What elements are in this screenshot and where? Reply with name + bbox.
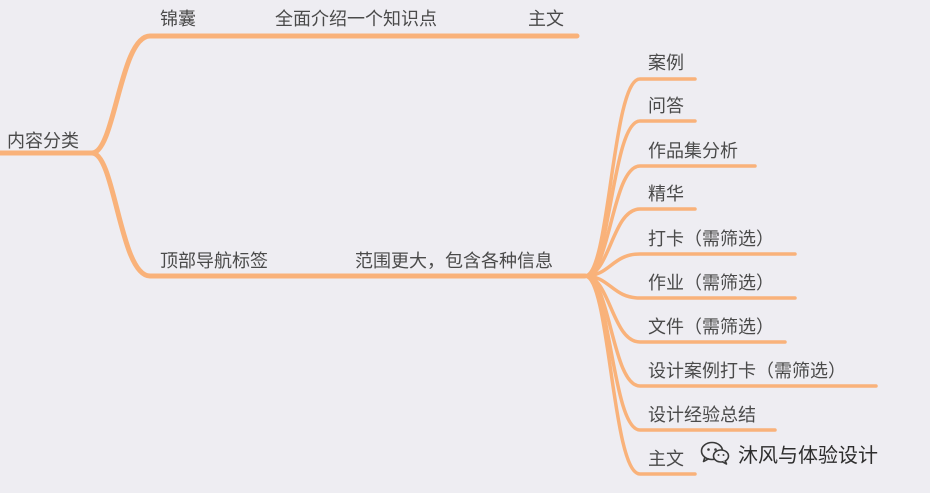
child-node: 设计经验总结 bbox=[648, 405, 756, 426]
branch-leaf-jinnang: 主文 bbox=[528, 9, 564, 30]
branch-desc-top-nav: 范围更大，包含各种信息 bbox=[355, 251, 553, 272]
child-node: 精华 bbox=[648, 184, 684, 205]
child-node: 打卡（需筛选） bbox=[648, 229, 774, 250]
watermark: 沐风与体验设计 bbox=[700, 438, 878, 468]
branch-root-to-top-nav bbox=[89, 150, 588, 279]
wechat-icon bbox=[700, 441, 730, 465]
child-node: 主文 bbox=[648, 449, 684, 470]
branch-child-9 bbox=[583, 274, 697, 476]
branch-child-3 bbox=[583, 207, 697, 278]
child-node: 问答 bbox=[648, 96, 684, 117]
child-node: 作业（需筛选） bbox=[648, 273, 774, 294]
branch-desc-jinnang: 全面介绍一个知识点 bbox=[275, 9, 437, 30]
child-node: 作品集分析 bbox=[648, 141, 738, 162]
branch-label-top-nav: 顶部导航标签 bbox=[160, 251, 268, 272]
branch-child-2 bbox=[583, 164, 757, 278]
child-node: 设计案例打卡（需筛选） bbox=[648, 361, 846, 382]
branch-root-to-jinnang bbox=[0, 33, 580, 156]
child-node: 文件（需筛选） bbox=[648, 317, 774, 338]
child-node: 案例 bbox=[648, 53, 684, 74]
watermark-text: 沐风与体验设计 bbox=[738, 442, 878, 467]
branch-label-jinnang: 锦囊 bbox=[160, 9, 196, 30]
root-node: 内容分类 bbox=[7, 131, 79, 152]
